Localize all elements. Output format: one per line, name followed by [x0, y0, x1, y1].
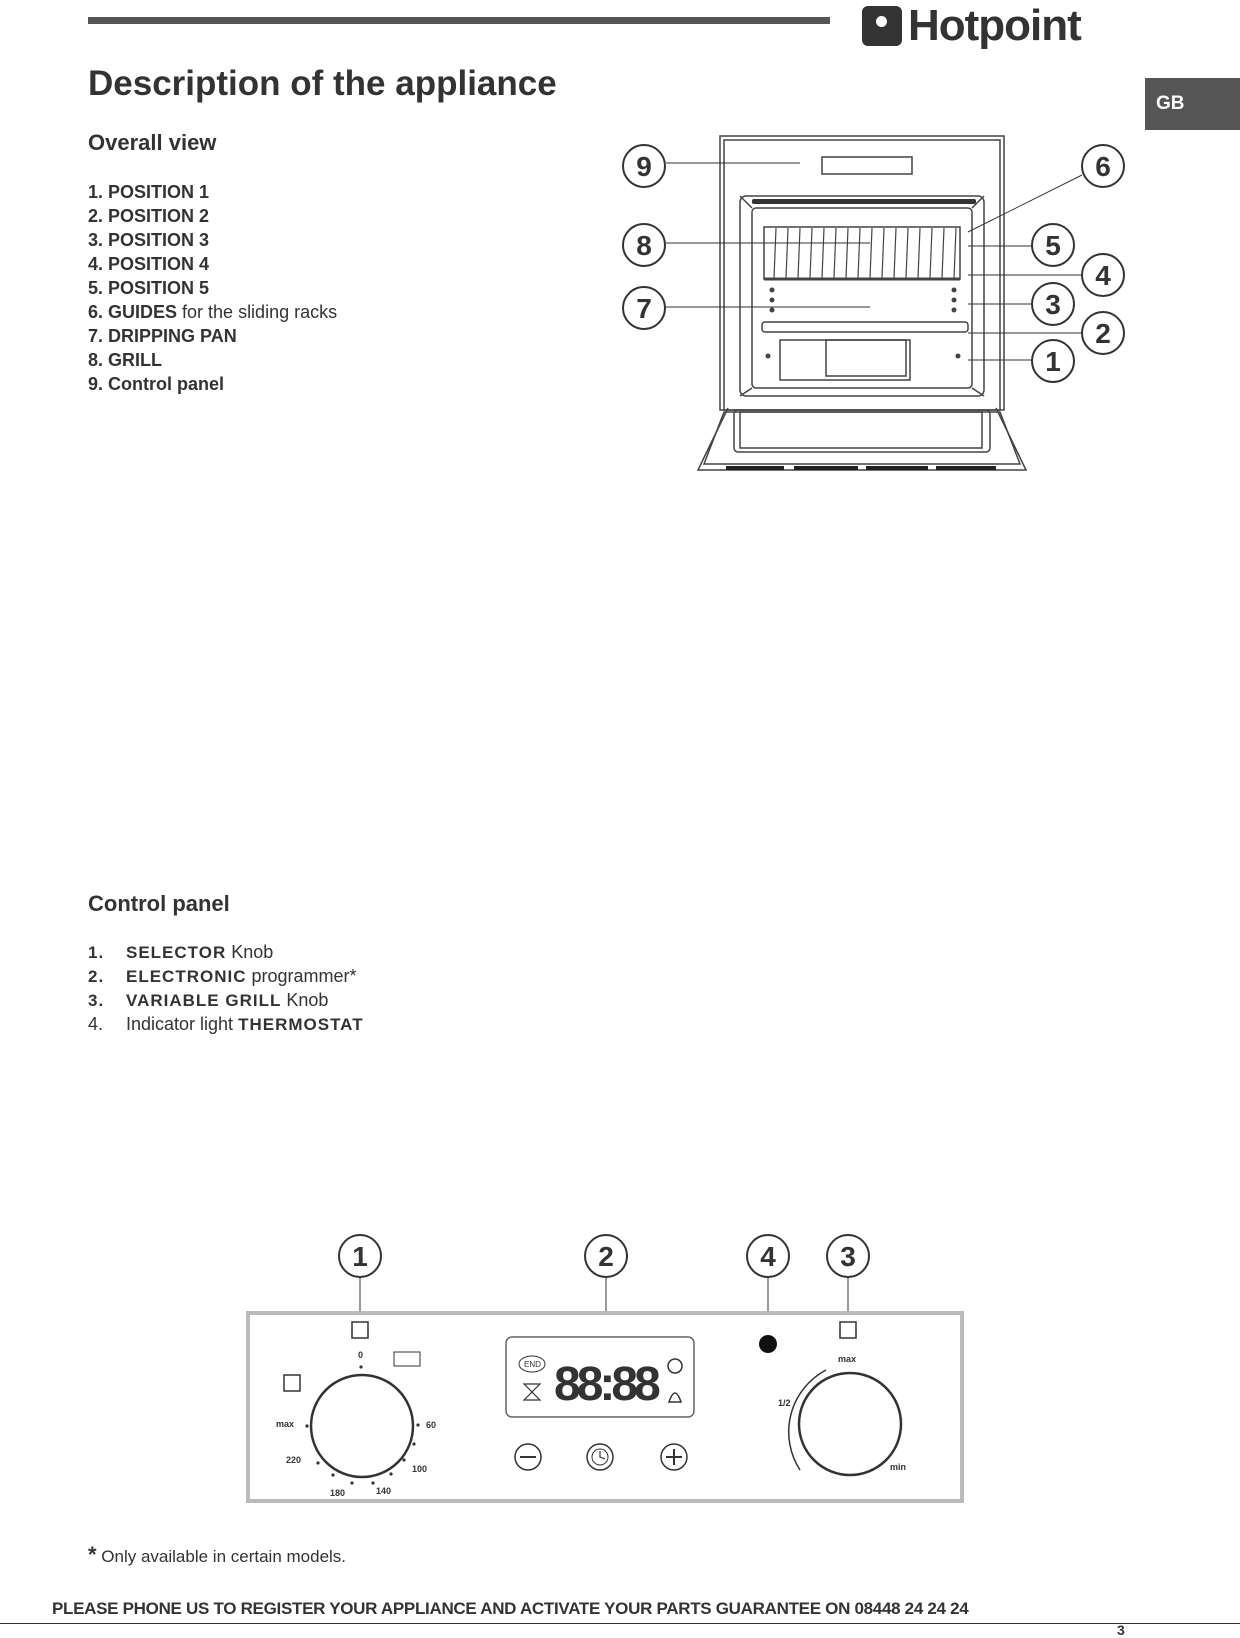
end-icon [518, 1355, 546, 1373]
brand-logo: Hotpoint [862, 1, 1082, 50]
svg-text:2: 2 [598, 1241, 614, 1272]
svg-text:3: 3 [1045, 289, 1061, 320]
svg-text:5: 5 [1045, 230, 1061, 261]
callout-3: 3 [1031, 282, 1075, 326]
overall-view-list: 1. POSITION 1 2. POSITION 2 3. POSITION … [88, 180, 337, 396]
hourglass-icon [522, 1383, 542, 1401]
grill-range-arc [787, 1369, 827, 1471]
callout-6: 6 [1081, 144, 1125, 188]
scale-label: 180 [330, 1488, 345, 1498]
list-item: 4. POSITION 4 [88, 254, 210, 274]
callout-programmer: 2 [584, 1234, 628, 1278]
minus-button[interactable] [514, 1443, 542, 1471]
list-item: 3.VARIABLE GRILL Knob [88, 990, 329, 1010]
svg-text:6: 6 [1095, 151, 1111, 182]
header-rule [88, 17, 830, 24]
scale-label: 220 [286, 1455, 301, 1465]
grill-max-label: max [838, 1354, 856, 1364]
oven-mode-icon [283, 1374, 301, 1392]
control-panel-list: 1.SELECTOR Knob 2.ELECTRONIC programmer*… [88, 940, 364, 1036]
brand-name: Hotpoint [908, 1, 1082, 50]
callout-2: 2 [1081, 311, 1125, 355]
footnote: * Only available in certain models. [88, 1542, 347, 1567]
svg-text:8: 8 [636, 230, 652, 261]
control-panel-heading: Control panel [88, 891, 230, 916]
scale-label: 140 [376, 1486, 391, 1496]
control-panel-diagram: 1 2 4 3 0 60 100 140 180 220 max END 88:… [246, 1234, 964, 1503]
list-item: 1. POSITION 1 [88, 182, 210, 202]
svg-text:4: 4 [760, 1241, 776, 1272]
list-item: 9. Control panel [88, 374, 225, 394]
scale-label: max [276, 1419, 294, 1429]
callout-8: 8 [622, 223, 666, 267]
footer-registration: PLEASE PHONE US TO REGISTER YOUR APPLIAN… [52, 1599, 969, 1618]
grill-min-label: min [890, 1462, 906, 1472]
list-item: 3. POSITION 3 [88, 230, 210, 250]
oven-diagram: 9 6 8 5 4 7 3 2 1 [622, 135, 1125, 471]
scale-label: 100 [412, 1464, 427, 1474]
page-title: Description of the appliance [88, 64, 557, 103]
callout-9: 9 [622, 144, 666, 188]
list-item: 7. DRIPPING PAN [88, 326, 237, 346]
page-number: 3 [1117, 1622, 1125, 1638]
bell-icon [667, 1392, 683, 1403]
list-item: 2. POSITION 2 [88, 206, 210, 226]
svg-text:3: 3 [840, 1241, 856, 1272]
end-label: END [524, 1360, 541, 1369]
svg-text:7: 7 [636, 293, 652, 324]
digit-readout: 88:88 [554, 1358, 660, 1411]
language-tab: GB [1145, 78, 1240, 130]
selector-knob[interactable] [309, 1373, 415, 1479]
logo-mark-icon [862, 6, 902, 46]
list-item: 8. GRILL [88, 350, 163, 370]
scale-label: 60 [426, 1420, 436, 1430]
svg-text:9: 9 [636, 151, 652, 182]
svg-text:1: 1 [1045, 346, 1061, 377]
callout-grill-knob: 3 [826, 1234, 870, 1278]
grill-half-label: 1/2 [778, 1398, 791, 1408]
oven-body [719, 135, 1005, 411]
list-item: 5. POSITION 5 [88, 278, 210, 298]
callout-5: 5 [1031, 223, 1075, 267]
callout-selector: 1 [338, 1234, 382, 1278]
grill-icon [839, 1321, 857, 1339]
list-item: 6. GUIDES for the sliding racks [88, 302, 338, 322]
list-item: 4.Indicator light THERMOSTAT [88, 1014, 364, 1034]
callout-7: 7 [622, 286, 666, 330]
scale-label: 0 [358, 1350, 363, 1360]
thermostat-indicator-light [759, 1335, 777, 1353]
callout-indicator: 4 [746, 1234, 790, 1278]
list-item: 1.SELECTOR Knob [88, 942, 274, 962]
svg-text:1: 1 [352, 1241, 368, 1272]
selector-icon [351, 1321, 369, 1339]
function-icon [393, 1351, 421, 1367]
grill-knob[interactable] [797, 1371, 903, 1477]
heating-element [752, 199, 976, 204]
footer-rule [0, 1623, 1240, 1624]
control-panel-window [821, 156, 913, 175]
callout-1: 1 [1031, 339, 1075, 383]
list-item: 2.ELECTRONIC programmer* [88, 966, 357, 986]
clock-button[interactable] [586, 1443, 614, 1471]
svg-text:4: 4 [1095, 260, 1111, 291]
programmer-display [505, 1336, 695, 1418]
plus-button[interactable] [660, 1443, 688, 1471]
callout-4: 4 [1081, 253, 1125, 297]
overall-view-heading: Overall view [88, 130, 217, 155]
svg-text:2: 2 [1095, 318, 1111, 349]
clock-icon [667, 1358, 683, 1374]
